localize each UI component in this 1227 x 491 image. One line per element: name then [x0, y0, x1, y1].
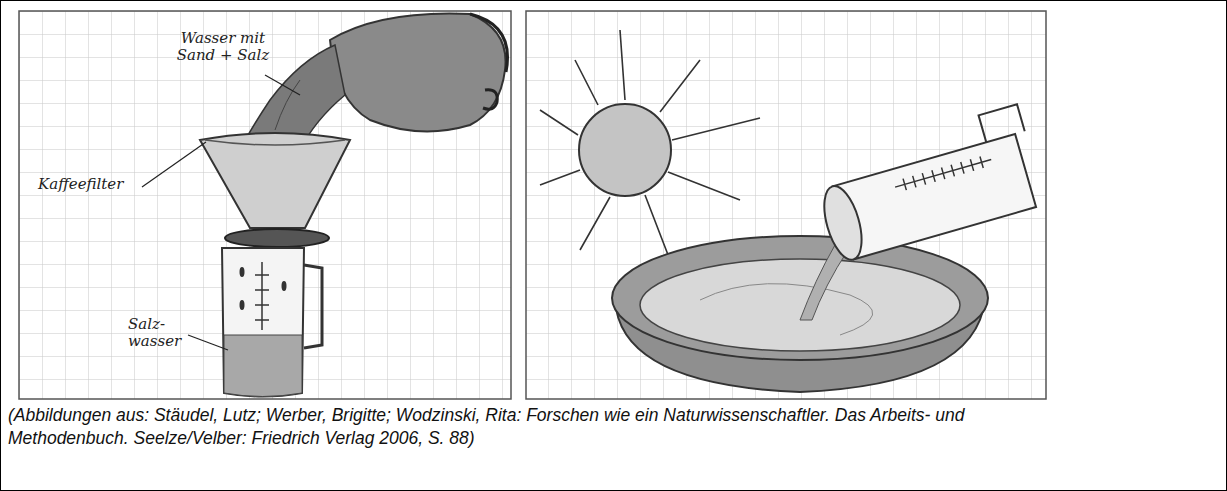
source-caption: (Abbildungen aus: Stäudel, Lutz; Werber,…	[8, 404, 1008, 450]
handwritten-label: Kaffeefilter	[38, 176, 148, 193]
handwritten-label: Wasser mit Sand + Salz	[168, 30, 278, 65]
handwritten-label: Salz- wasser	[128, 316, 190, 351]
